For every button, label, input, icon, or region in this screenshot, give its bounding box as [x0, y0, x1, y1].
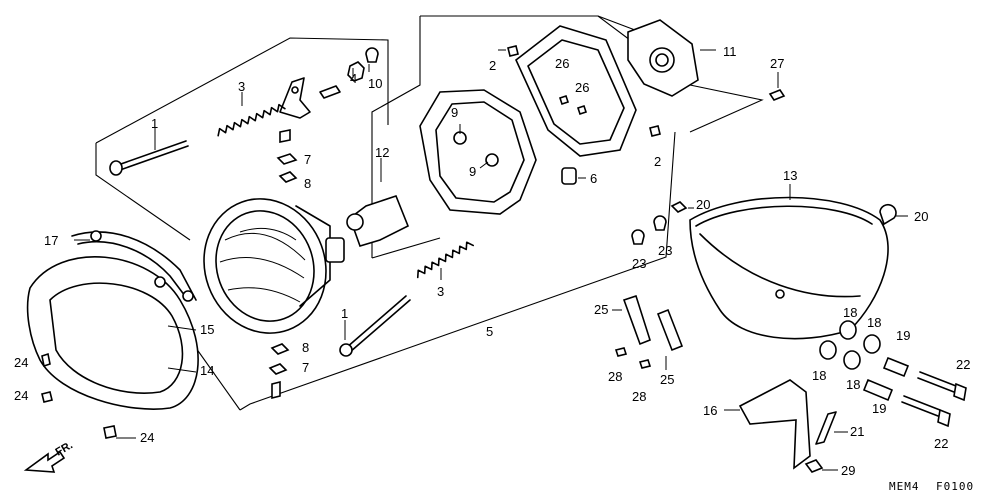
nut-7-8-upper [276, 129, 298, 183]
label-9-upper: 9 [451, 105, 458, 120]
label-19-b: 19 [872, 401, 886, 416]
screw-1-upper [109, 128, 189, 176]
label-15: 15 [200, 322, 214, 337]
grommet-23-set [631, 215, 667, 245]
group-outline-left [95, 37, 676, 411]
label-23-left: 23 [632, 256, 646, 271]
label-6: 6 [590, 171, 597, 186]
label-8-upper: 8 [304, 176, 311, 191]
label-17: 17 [44, 233, 58, 248]
bracket-25-set [612, 294, 684, 370]
spring-3-upper [217, 92, 286, 137]
nut-7-8-lower [268, 343, 290, 400]
bulb-12 [346, 158, 410, 247]
label-1-upper: 1 [151, 116, 158, 131]
label-20-right: 20 [914, 209, 928, 224]
screw-27 [768, 72, 786, 101]
label-18-b: 18 [867, 315, 881, 330]
label-24-c: 24 [140, 430, 154, 445]
catalog-code-left: MEM4 [889, 480, 920, 493]
part-labels: 1 3 4 10 7 8 12 9 9 2 26 26 11 27 2 6 20… [14, 44, 970, 478]
label-25-right: 25 [660, 372, 674, 387]
label-23-right: 23 [658, 243, 672, 258]
label-27: 27 [770, 56, 784, 71]
label-5: 5 [486, 324, 493, 339]
label-2-lower: 2 [654, 154, 661, 169]
label-16: 16 [703, 403, 717, 418]
screw-20-set [670, 201, 908, 226]
label-22-b: 22 [934, 436, 948, 451]
label-24-a: 24 [14, 355, 28, 370]
label-19-a: 19 [896, 328, 910, 343]
label-10: 10 [368, 76, 382, 91]
label-11: 11 [723, 44, 737, 59]
side-mount-parts [819, 320, 967, 428]
catalog-code-right: F0100 [936, 480, 974, 493]
label-8-lower: 8 [302, 340, 309, 355]
label-9-lower: 9 [469, 164, 476, 179]
label-13: 13 [783, 168, 797, 183]
label-25-left: 25 [594, 302, 608, 317]
label-22-a: 22 [956, 357, 970, 372]
label-26-lower: 26 [575, 80, 589, 95]
label-12: 12 [375, 145, 389, 160]
label-7-upper: 7 [304, 152, 311, 167]
label-7-lower: 7 [302, 360, 309, 375]
label-24-b: 24 [14, 388, 28, 403]
label-4: 4 [350, 71, 357, 86]
housing-case-9 [419, 89, 537, 215]
cover-11 [627, 19, 716, 97]
label-29: 29 [841, 463, 855, 478]
stay-bracket-16 [724, 379, 848, 473]
headlight-rim [26, 230, 199, 410]
label-3-lower: 3 [437, 284, 444, 299]
label-18-d: 18 [846, 377, 860, 392]
direction-label: FR. [54, 439, 75, 458]
screw-1-lower [339, 295, 411, 357]
label-21: 21 [850, 424, 864, 439]
adjuster-bracket [279, 47, 379, 119]
label-28-b: 28 [632, 389, 646, 404]
label-3-upper: 3 [238, 79, 245, 94]
spring-3-lower [416, 241, 474, 280]
label-18-a: 18 [843, 305, 857, 320]
label-28-a: 28 [608, 369, 622, 384]
label-26-upper: 26 [555, 56, 569, 71]
label-2-upper: 2 [489, 58, 496, 73]
label-1-lower: 1 [341, 306, 348, 321]
label-18-c: 18 [812, 368, 826, 383]
headlight-unit [203, 198, 345, 334]
label-20-left: 20 [696, 197, 710, 212]
screw-24-set [41, 352, 136, 439]
case-top [498, 25, 661, 185]
front-direction-arrow-icon: FR. [23, 439, 75, 473]
label-14: 14 [200, 363, 214, 378]
headlight-shell-13 [689, 184, 889, 340]
